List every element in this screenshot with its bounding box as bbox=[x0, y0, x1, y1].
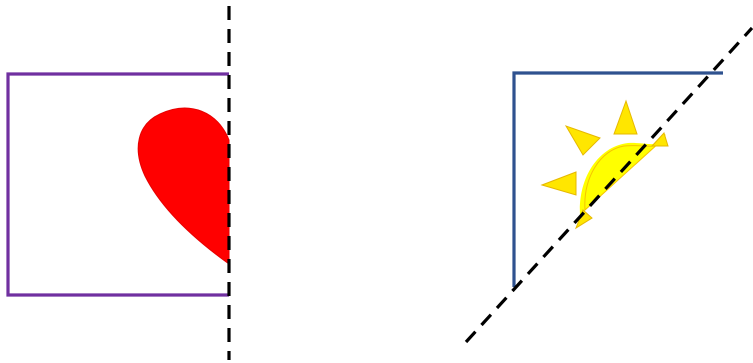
right-figure bbox=[464, 26, 753, 344]
sun-ray-top bbox=[613, 99, 638, 135]
half-heart-icon bbox=[137, 107, 230, 265]
left-rectangle-frame bbox=[6, 72, 229, 297]
sun-ray-upper-left bbox=[564, 125, 601, 156]
right-triangle-frame bbox=[512, 71, 723, 287]
half-sun-icon bbox=[540, 99, 669, 230]
sun-ray-left bbox=[540, 171, 577, 196]
sun-ray-right bbox=[650, 132, 669, 147]
diagonal-symmetry-line bbox=[464, 26, 753, 344]
left-figure bbox=[6, 6, 231, 360]
